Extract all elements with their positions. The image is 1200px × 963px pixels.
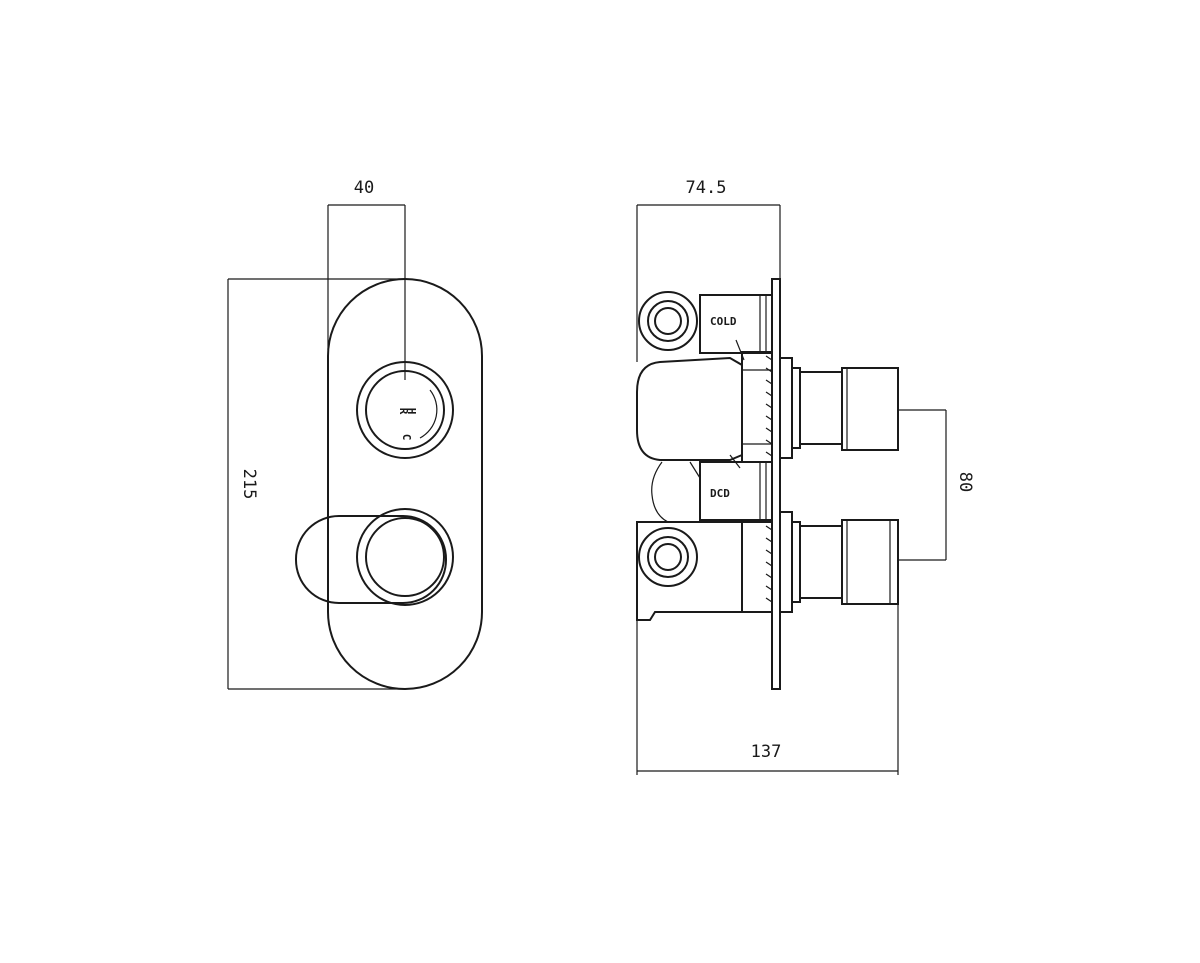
cold-inlet-port: COLD bbox=[638, 291, 737, 351]
dcd-annotation: DCD bbox=[651, 454, 741, 523]
upper-spindle bbox=[779, 357, 899, 459]
dimension-80-label: 80 bbox=[955, 472, 975, 492]
dimension-74-5-label: 74.5 bbox=[686, 178, 727, 198]
dial-mark-label: R bbox=[397, 408, 410, 415]
lower-valve-body bbox=[636, 521, 773, 621]
dimension-front-width: 40 bbox=[327, 178, 406, 380]
side-view: COLD DCD bbox=[636, 178, 975, 775]
dcd-label: DCD bbox=[710, 487, 730, 500]
dimension-137-label: 137 bbox=[751, 742, 782, 762]
dimension-215-label: 215 bbox=[239, 469, 259, 500]
dimension-front-height: 215 bbox=[227, 278, 405, 690]
dial-hot-label: H bbox=[405, 408, 418, 415]
dimension-spindle-spacing: 80 bbox=[898, 409, 975, 561]
front-view: R H C 40 215 bbox=[227, 178, 483, 690]
cold-label: COLD bbox=[710, 315, 737, 328]
dimension-40-label: 40 bbox=[354, 178, 374, 198]
lower-spindle bbox=[779, 511, 899, 613]
dial-cold-label: C bbox=[400, 434, 413, 441]
upper-valve-body bbox=[636, 294, 773, 521]
dimension-side-total-depth: 137 bbox=[636, 604, 899, 775]
dimension-side-plate-depth: 74.5 bbox=[636, 178, 781, 362]
flow-lever bbox=[295, 508, 454, 606]
wall-plate bbox=[771, 278, 781, 690]
